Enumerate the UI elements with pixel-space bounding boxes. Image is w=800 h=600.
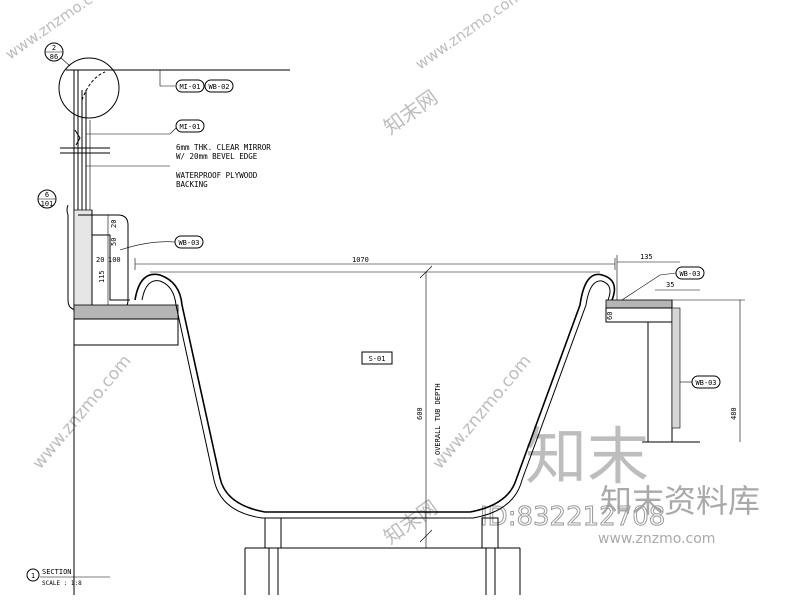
watermark-site-1: www.znzmo.com bbox=[2, 0, 115, 63]
dimension-1070: 1070 bbox=[134, 256, 616, 270]
tag-mi01-top[interactable]: MI-01 bbox=[175, 79, 205, 93]
watermark-id: ID:832212708 bbox=[480, 502, 665, 532]
tag-mi01-top-label: MI-01 bbox=[179, 83, 200, 91]
dim-1070: 1070 bbox=[352, 256, 369, 264]
dimension-tub-depth: 600 OVERALL TUB DEPTH bbox=[416, 265, 442, 548]
dim-50: 50 bbox=[110, 238, 118, 246]
watermark-library: 知末资料库 bbox=[600, 482, 760, 520]
watermark-site-3: www.znzmo.com bbox=[29, 351, 136, 473]
watermark-brand-small-2: 知末网 bbox=[379, 495, 442, 549]
title-scale: SCALE : 1:8 bbox=[42, 580, 82, 587]
watermark-site-4: www.znzmo.com bbox=[429, 351, 536, 473]
dim-35: 35 bbox=[666, 281, 674, 289]
note-mirror-line2: W/ 20mm BEVEL EDGE bbox=[176, 152, 258, 161]
tag-wb03-right[interactable]: WB-03 bbox=[675, 266, 705, 280]
dim-20: 20 bbox=[110, 220, 118, 228]
title-block: 1 SECTION SCALE : 1:8 bbox=[26, 568, 110, 587]
right-ledge bbox=[605, 299, 700, 443]
floor-slab-left bbox=[73, 304, 179, 346]
dim-60: 60 bbox=[606, 312, 614, 320]
bathtub-section[interactable] bbox=[134, 271, 616, 595]
note-mirror-line1: 6mm THK. CLEAR MIRROR bbox=[176, 143, 271, 152]
dim-20b: 20 bbox=[96, 256, 104, 264]
dim-480: 480 bbox=[730, 407, 738, 420]
title-text: SECTION bbox=[42, 568, 72, 576]
wall-assembly bbox=[60, 69, 290, 595]
tag-wb02-label: WB-02 bbox=[208, 83, 229, 91]
dim-600: 600 bbox=[416, 407, 424, 420]
dimension-right-cluster: 135 35 60 480 bbox=[606, 253, 745, 442]
tag-wb03-left-label: WB-03 bbox=[178, 239, 199, 247]
tag-s01-label: S-01 bbox=[369, 355, 386, 363]
watermark-brand: 知末 bbox=[525, 420, 649, 493]
watermark-brand-small-1: 知末网 bbox=[379, 85, 442, 139]
watermark-site-2: www.znzmo.com bbox=[412, 0, 525, 73]
dim-135: 135 bbox=[640, 253, 653, 261]
dimension-left-cluster: 20 50 20 100 115 bbox=[96, 215, 121, 305]
tag-wb03-side[interactable]: WB-03 bbox=[680, 375, 721, 389]
callout-mid-number: 6 bbox=[45, 191, 49, 199]
tag-wb03-left[interactable]: WB-03 bbox=[174, 235, 204, 249]
dim-overall-depth-label: OVERALL TUB DEPTH bbox=[434, 383, 442, 455]
dim-115: 115 bbox=[98, 270, 106, 283]
title-number: 1 bbox=[31, 572, 35, 580]
tag-wb02[interactable]: WB-02 bbox=[204, 79, 234, 93]
callout-top-sheet: 86 bbox=[50, 53, 58, 61]
dim-100: 100 bbox=[108, 256, 121, 264]
callout-top-number: 2 bbox=[52, 44, 56, 52]
tag-mi01-label: MI-01 bbox=[179, 123, 200, 131]
watermark-layer: www.znzmo.com www.znzmo.com www.znzmo.co… bbox=[2, 0, 760, 549]
note-plywood-line2: BACKING bbox=[176, 180, 208, 189]
detail-callout-top[interactable]: 2 86 bbox=[44, 42, 120, 119]
tag-wb03-right-label: WB-03 bbox=[679, 270, 700, 278]
tag-mi01[interactable]: MI-01 bbox=[175, 119, 205, 133]
annotation-leaders bbox=[86, 70, 177, 251]
tag-s01[interactable]: S-01 bbox=[361, 351, 393, 365]
callout-mid-sheet: 101 bbox=[41, 200, 54, 208]
note-plywood-line1: WATERPROOF PLYWOOD bbox=[176, 171, 258, 180]
watermark-site-url: www.znzmo.com bbox=[598, 531, 715, 547]
tag-wb03-side-label: WB-03 bbox=[695, 379, 716, 387]
